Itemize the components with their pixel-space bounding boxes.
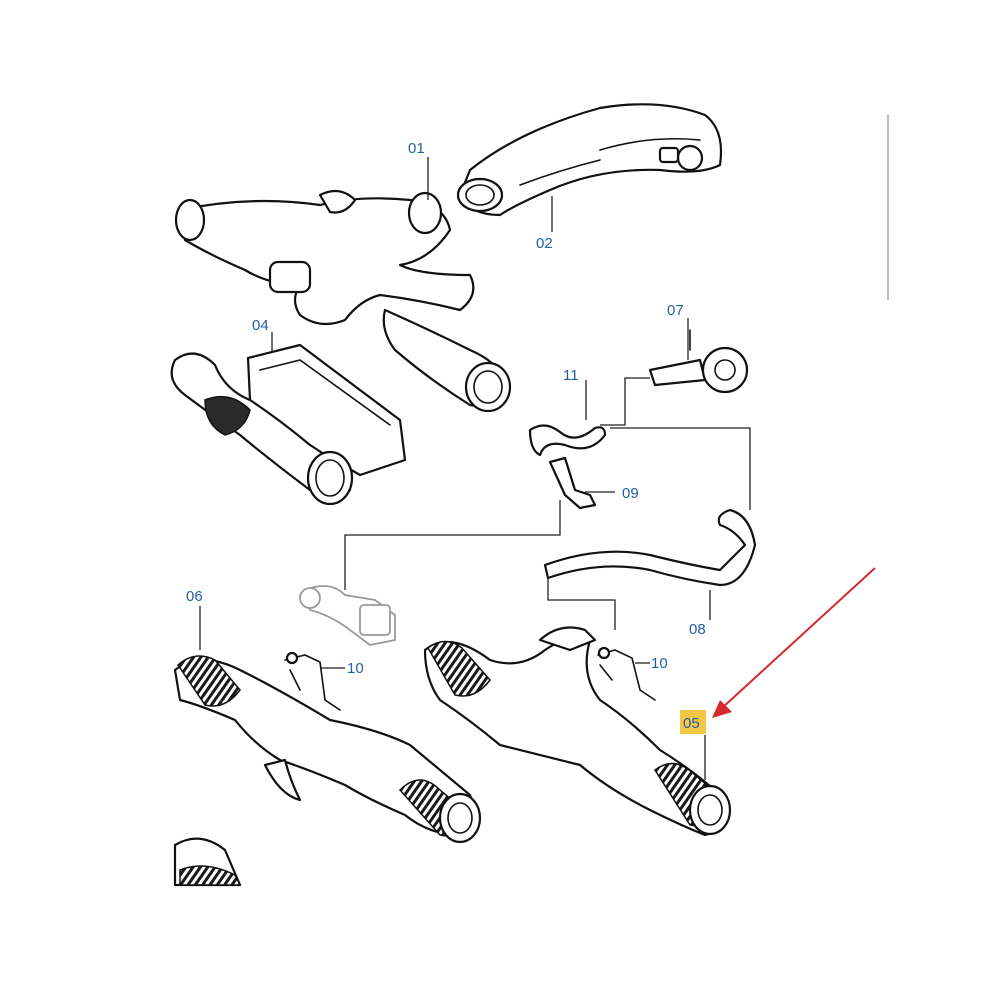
part-01-y-pipe bbox=[174, 189, 512, 413]
part-11-small-hose bbox=[528, 424, 607, 457]
part-07-valve bbox=[648, 329, 749, 394]
callout-04: 04 bbox=[252, 317, 269, 334]
callout-11: 11 bbox=[563, 367, 579, 384]
part-04-airbox bbox=[170, 343, 407, 506]
callout-09: 09 bbox=[622, 485, 639, 502]
part-09-bracket bbox=[548, 456, 597, 510]
part-10-clip-left bbox=[284, 651, 341, 711]
callout-01: 01 bbox=[408, 140, 425, 157]
part-05-hose-assembly bbox=[423, 626, 732, 837]
callout-07: 07 bbox=[667, 302, 684, 319]
callout-05-highlight bbox=[680, 710, 706, 734]
part-10-clip-right bbox=[597, 646, 656, 701]
part-08-long-hose bbox=[543, 508, 757, 587]
callout-02: 02 bbox=[536, 235, 553, 252]
leader-lines bbox=[199, 157, 751, 780]
red-pointer-arrow bbox=[712, 567, 876, 718]
callout-10-left: 10 bbox=[347, 660, 364, 677]
reference-assembly-gray bbox=[299, 585, 396, 646]
callout-10-right: 10 bbox=[651, 655, 668, 672]
part-02-air-duct bbox=[456, 103, 723, 217]
callout-06: 06 bbox=[186, 588, 203, 605]
part-06-hose-assembly bbox=[173, 655, 482, 844]
callout-08: 08 bbox=[689, 621, 706, 638]
callout-05: 05 bbox=[683, 715, 700, 732]
partial-part-bottom bbox=[173, 837, 242, 887]
